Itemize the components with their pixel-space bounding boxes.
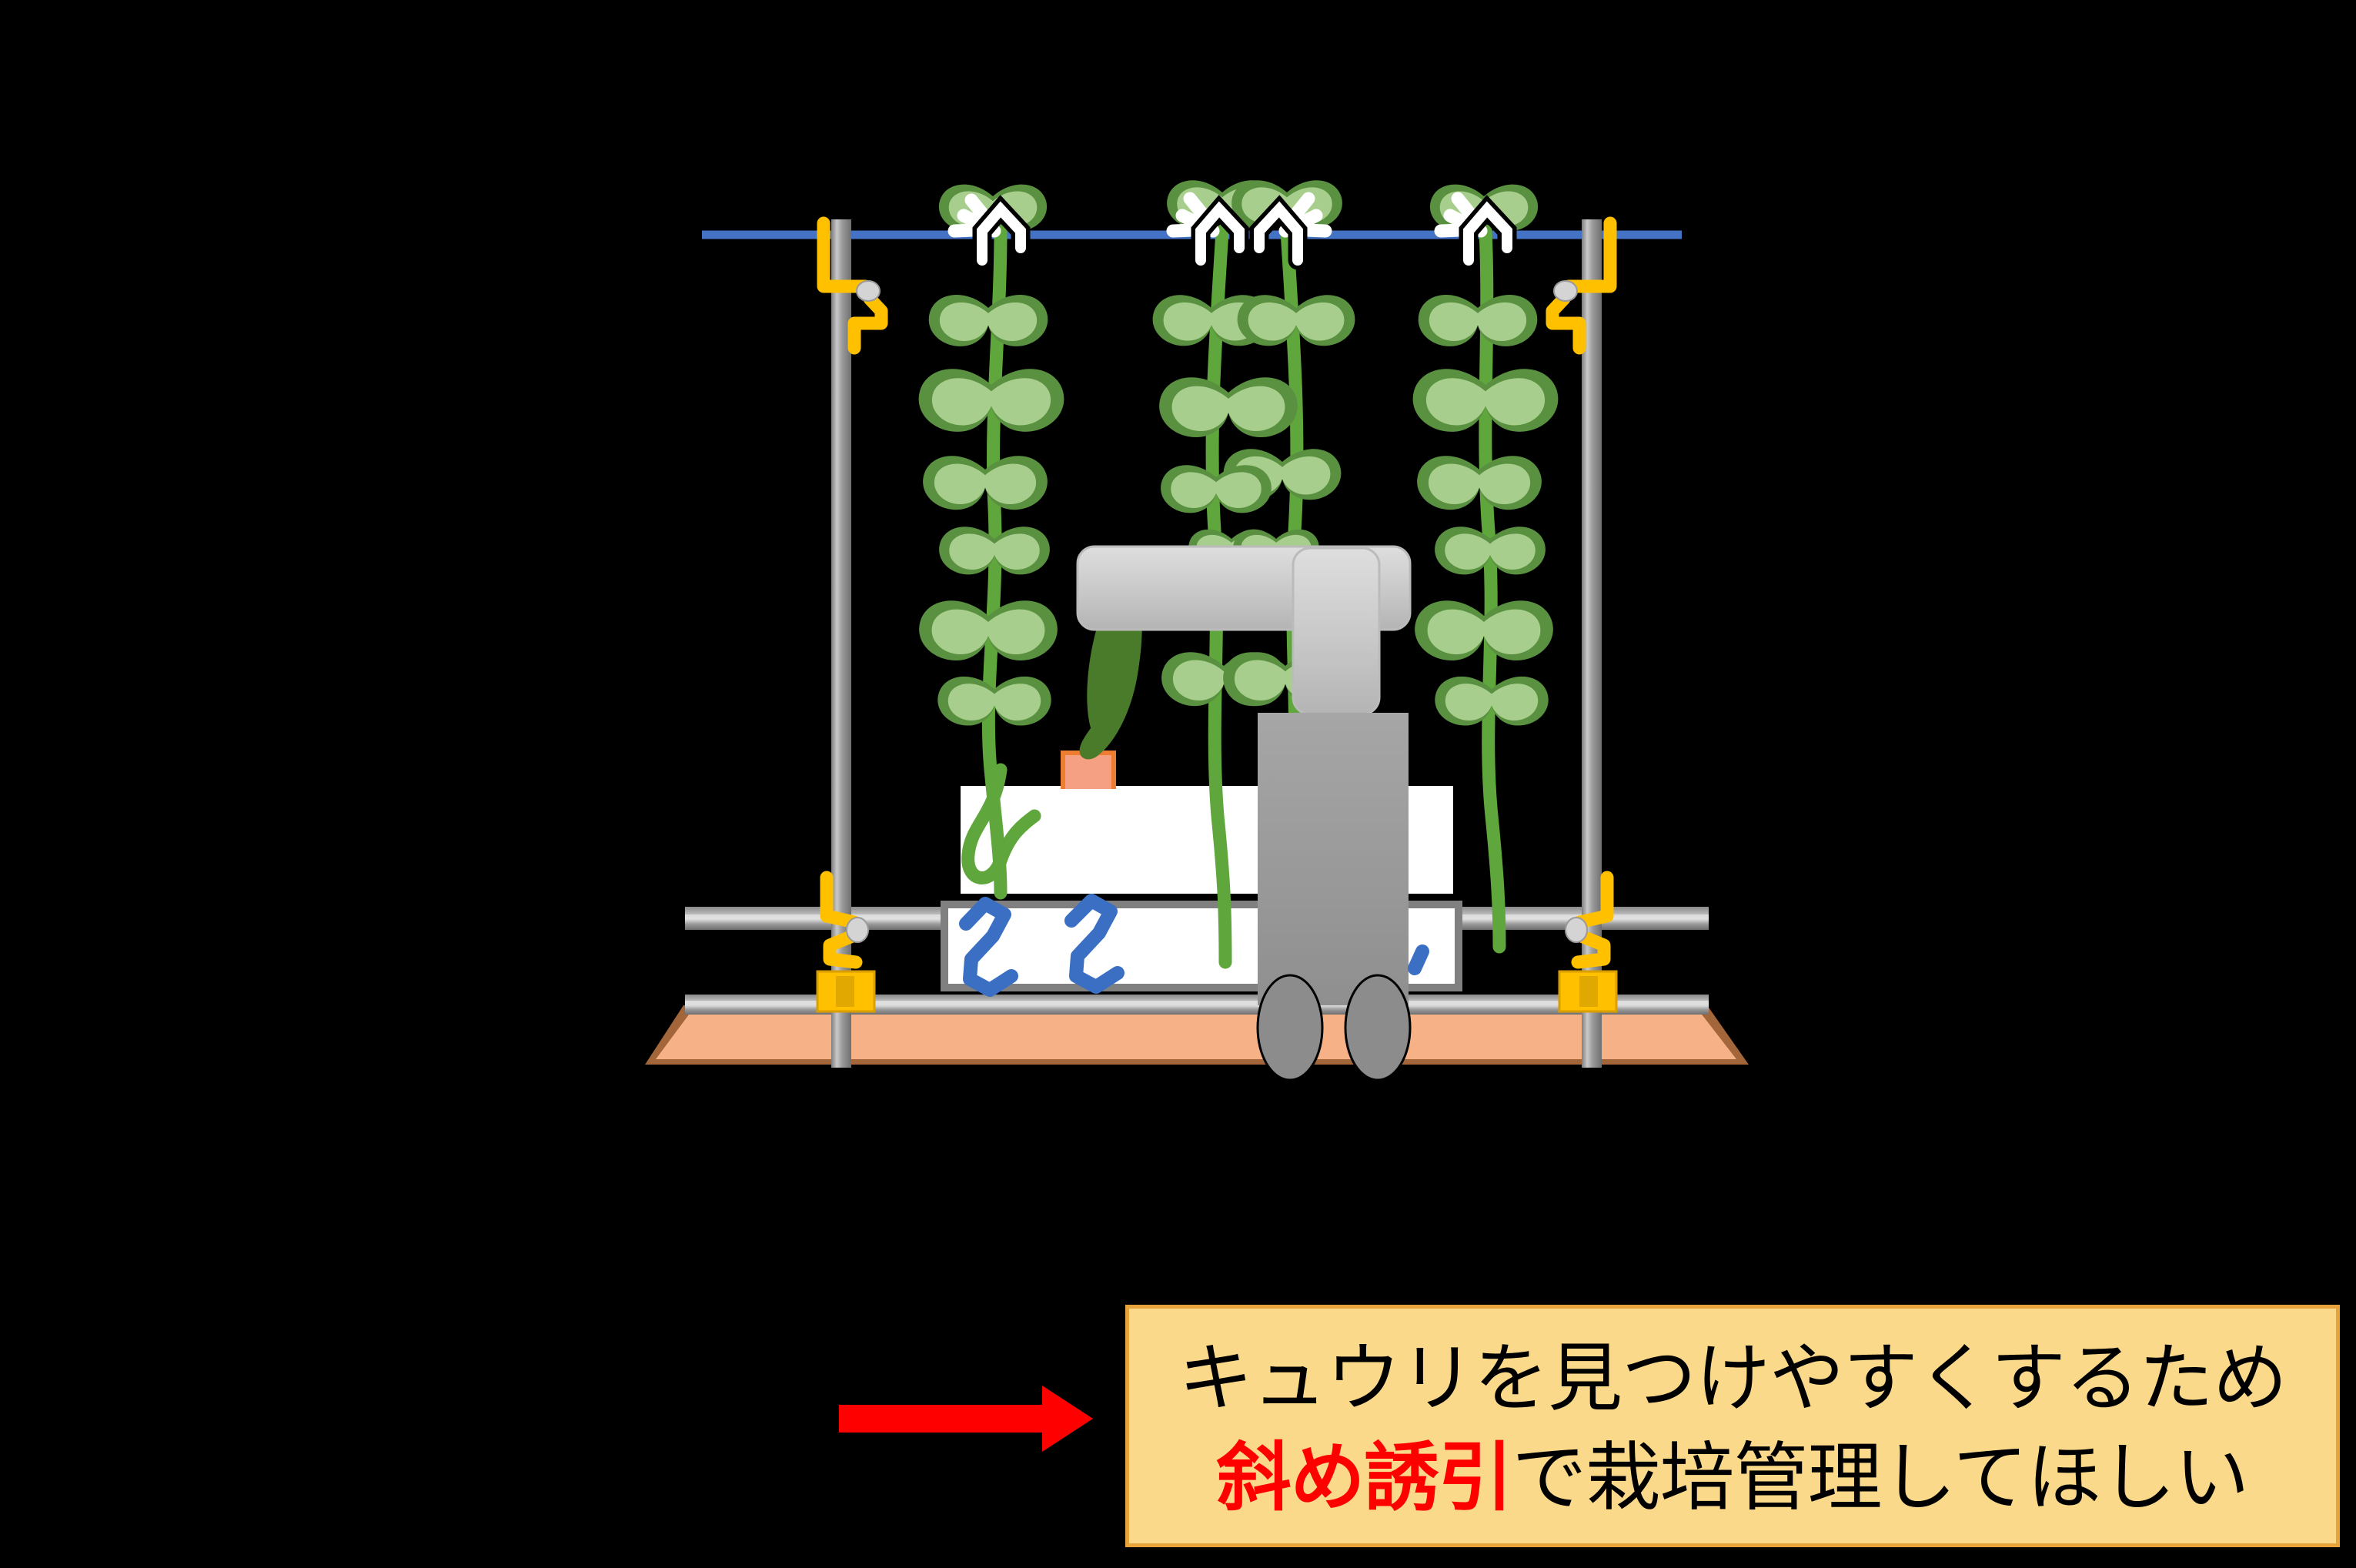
robot-wheel-right [1344,974,1412,1082]
harvesting-robot [1076,545,1412,1082]
yellow-pipe-clamp [1546,216,1617,355]
white-training-clip [1434,192,1517,270]
blue-hanging-hook [959,894,1429,997]
ground-platform [645,1005,1749,1065]
callout-highlight-term: 斜め誘引 [1216,1433,1512,1521]
yellow-pipe-clamp [820,871,863,969]
robot-body [1258,713,1409,1005]
red-right-arrow [839,1386,1093,1452]
requirement-callout: キュウリを見つけやすくするため 斜め誘引で栽培管理してほしい [1125,1305,2340,1547]
callout-line-1: キュウリを見つけやすくするため [1178,1334,2287,1422]
yellow-pipe-clamp-foot [1558,970,1618,1013]
callout-line-2-rest: で栽培管理してほしい [1512,1433,2249,1521]
white-training-clip [1166,192,1249,270]
right-support-post [1546,216,1618,1068]
left-support-post [816,216,888,1068]
cucumber-plant-left [918,184,1064,900]
robot-wheel-left [1256,974,1324,1082]
yellow-pipe-clamp-foot [816,970,876,1013]
callout-line-2: 斜め誘引で栽培管理してほしい [1216,1428,2249,1527]
robot-arm-vertical [1292,547,1381,716]
yellow-pipe-clamp [1571,871,1614,969]
yellow-pipe-clamp [817,216,888,355]
white-training-clip [947,193,1031,270]
white-training-clip [1249,192,1332,270]
cucumber-plant-right [1412,184,1559,954]
